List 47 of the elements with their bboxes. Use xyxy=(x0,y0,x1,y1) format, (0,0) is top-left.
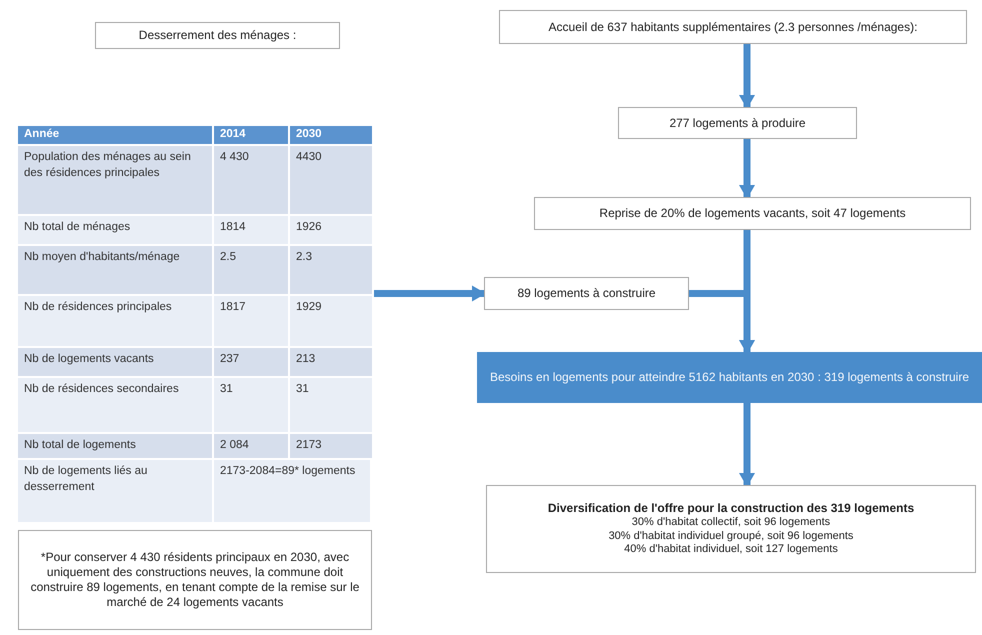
process-box xyxy=(484,277,689,310)
table-cell: Nb de logements liés au desserrement xyxy=(18,460,214,524)
table-cell: 2173-2084=89* logements xyxy=(214,460,372,524)
process-box xyxy=(534,197,971,230)
table-cell: 2.3 xyxy=(290,246,372,296)
arrow xyxy=(739,44,755,109)
arrow xyxy=(739,139,755,199)
table-cell: 4 430 xyxy=(214,146,290,216)
data-table xyxy=(18,126,372,524)
highlight-box xyxy=(477,352,982,403)
box-text: Reprise de 20% de logements vacants, soit 47 logements xyxy=(599,206,906,221)
box-text: Accueil de 637 habitants supplémentaires (2.3 personnes /ménages): xyxy=(548,20,918,34)
process-box xyxy=(618,107,857,139)
box-text: 30% d'habitat individuel groupé, soit 96 logements xyxy=(608,530,854,544)
table-cell: Nb moyen d'habitants/ménage xyxy=(18,246,214,296)
table-cell: Nb de résidences secondaires xyxy=(18,378,214,434)
table-header-cell: Année xyxy=(18,126,214,146)
table-header-cell: 2014 xyxy=(214,126,290,146)
process-box xyxy=(95,22,340,49)
box-heading: Diversification de l'offre pour la construction des 319 logements xyxy=(548,500,914,516)
box-text: Besoins en logements pour atteindre 5162 habitants en 2030 : 319 logements à construire xyxy=(490,370,969,385)
process-box xyxy=(486,485,976,573)
table-cell: Nb total de logements xyxy=(18,434,214,460)
table-cell: Nb de logements vacants xyxy=(18,348,214,378)
table-cell: 1817 xyxy=(214,296,290,348)
table-cell: Nb total de ménages xyxy=(18,216,214,246)
arrow xyxy=(374,286,486,302)
table-cell: 2 084 xyxy=(214,434,290,460)
arrow xyxy=(739,403,755,487)
box-text: 89 logements à construire xyxy=(517,286,656,301)
table-cell: 31 xyxy=(214,378,290,434)
table-header-cell: 2030 xyxy=(290,126,372,146)
table-cell: Nb de résidences principales xyxy=(18,296,214,348)
process-box xyxy=(499,10,967,44)
box-text: 30% d'habitat collectif, soit 96 logements xyxy=(632,516,830,530)
box-text: *Pour conserver 4 430 résidents principaux en 2030, avec uniquement des constructions neuves, la commune doit construire 89 logements, en tenant compte de la remise sur le marché de 24 logements vacants xyxy=(30,550,360,610)
table-cell: 213 xyxy=(290,348,372,378)
note-box xyxy=(18,530,372,630)
table-cell: 4430 xyxy=(290,146,372,216)
table-cell: 2.5 xyxy=(214,246,290,296)
table-cell: 2173 xyxy=(290,434,372,460)
table-cell: 1814 xyxy=(214,216,290,246)
table-cell: Population des ménages au sein des résidences principales xyxy=(18,146,214,216)
box-text: 40% d'habitat individuel, soit 127 logements xyxy=(624,543,838,558)
box-text: 277 logements à produire xyxy=(669,116,806,130)
box-text: Desserrement des ménages : xyxy=(138,28,296,43)
table-cell: 237 xyxy=(214,348,290,378)
